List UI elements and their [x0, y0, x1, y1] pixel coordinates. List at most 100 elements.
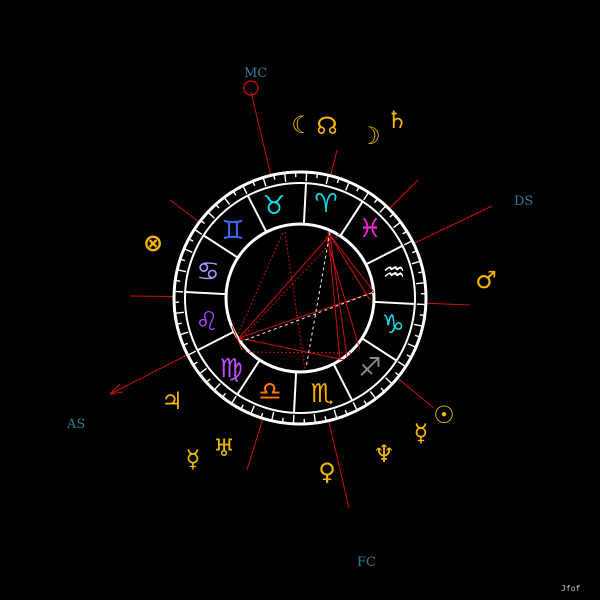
degree-tick — [221, 392, 227, 398]
degree-tick — [313, 414, 317, 424]
degree-tick — [242, 185, 248, 195]
venus-icon: ♀ — [318, 458, 336, 486]
degree-tick — [324, 416, 327, 422]
mercury-icon: ☿ — [414, 419, 429, 447]
degree-tick — [179, 258, 186, 262]
degree-tick — [363, 400, 368, 406]
degree-tick — [413, 323, 423, 328]
degree-tick — [379, 205, 387, 213]
degree-tick — [419, 314, 425, 317]
leo-icon: ♌ — [195, 307, 218, 337]
degree-tick — [198, 367, 207, 375]
zodiac-ring-inner — [224, 222, 376, 374]
degree-tick — [200, 219, 206, 225]
aquarius-icon: ♒ — [382, 258, 405, 288]
degree-tick — [182, 342, 189, 346]
degree-tick — [393, 221, 402, 229]
aspect-line — [329, 234, 348, 358]
sign-divider — [292, 371, 298, 413]
scorpio-icon: ♏ — [310, 379, 333, 409]
degree-tick — [394, 371, 400, 377]
degree-tick — [418, 271, 424, 274]
degree-tick — [273, 174, 276, 180]
taurus-icon: ♉ — [262, 191, 285, 221]
zodiac-signs: ♈ ♉ ♊ ♋ ♌ ♍ ♎ ♏ ♐ ♑ ♒ ♓ — [195, 189, 405, 409]
degree-tick — [373, 198, 379, 204]
virgo-icon: ♍ — [219, 354, 242, 384]
pisces-icon: ♓ — [358, 214, 381, 244]
degree-tick — [385, 377, 393, 385]
degree-tick — [402, 230, 408, 235]
degree-tick — [193, 228, 203, 235]
degree-tick — [176, 322, 182, 325]
part-of-fortune-icon: ⊗ — [143, 229, 163, 257]
zodiac-ring-outer — [184, 182, 416, 414]
sign-divider — [361, 337, 397, 362]
degree-tick — [232, 190, 237, 196]
uranus-icon: ♅ — [213, 434, 235, 462]
degree-tick — [179, 331, 189, 336]
degree-tick — [325, 175, 330, 185]
degree-tick — [389, 213, 395, 218]
aspect-line — [284, 231, 306, 371]
degree-tick — [240, 404, 244, 410]
degree-tick — [270, 411, 275, 421]
mercury-icon: ☿ — [186, 445, 201, 473]
sign-divider — [236, 359, 261, 395]
sign-divider — [332, 363, 354, 401]
degree-tick — [187, 350, 197, 356]
degree-tick — [252, 180, 256, 187]
mc-marker-icon — [243, 80, 259, 96]
saturn-icon: ♄ — [386, 106, 408, 134]
degree-tick — [281, 417, 284, 423]
degree-tick — [333, 409, 338, 419]
sign-dividers — [185, 183, 415, 413]
sign-divider — [197, 330, 235, 352]
degree-tick — [183, 248, 193, 253]
credit-label: Jfof — [561, 584, 580, 593]
aspect-line — [327, 231, 371, 301]
degree-tick — [414, 334, 421, 338]
sign-divider — [365, 244, 403, 266]
as-arrow-icon — [109, 383, 124, 395]
as-label: AS — [66, 417, 85, 432]
degree-ticks — [174, 172, 426, 424]
degree-tick — [345, 181, 350, 191]
sun-icon: ☉ — [433, 401, 455, 429]
degree-tick — [207, 211, 215, 219]
degree-tick — [406, 354, 412, 358]
moon-crescent-icon: ☽ — [359, 122, 381, 150]
degree-tick — [260, 412, 264, 419]
sign-divider — [373, 300, 415, 306]
degree-tick — [352, 401, 358, 411]
aspect-line — [239, 232, 341, 341]
mc-label: MC — [244, 66, 267, 81]
degree-tick — [250, 405, 255, 415]
sign-divider — [246, 195, 268, 233]
degree-tick — [403, 240, 413, 246]
aspect-line — [329, 234, 375, 293]
aspect-line — [237, 231, 284, 335]
aspect-line — [231, 325, 243, 351]
aspect-line — [238, 337, 346, 361]
sagittarius-icon: ♐ — [358, 353, 381, 383]
degree-tick — [205, 378, 211, 383]
degree-tick — [344, 409, 348, 416]
degree-tick — [175, 279, 181, 282]
aspect-line — [325, 235, 361, 351]
degree-tick — [407, 343, 417, 348]
libra-icon: ♎ — [258, 377, 281, 407]
aspect-line — [305, 231, 331, 369]
degree-tick — [316, 173, 319, 179]
cancer-icon: ♋ — [196, 257, 219, 287]
degree-tick — [230, 395, 237, 405]
degree-tick — [215, 203, 220, 209]
aspect-line — [327, 231, 341, 361]
fc-label: FC — [357, 555, 376, 570]
degree-tick — [174, 311, 184, 315]
sign-divider — [203, 234, 239, 259]
planets: ☾ ☊ ☽ ♄ ♂ ☉ ☿ ♆ ♀ ♅ ☿ ♃ ⊗ — [143, 106, 497, 486]
gemini-icon: ♊ — [221, 216, 244, 246]
degree-tick — [188, 238, 194, 242]
aspect-line — [238, 291, 375, 339]
